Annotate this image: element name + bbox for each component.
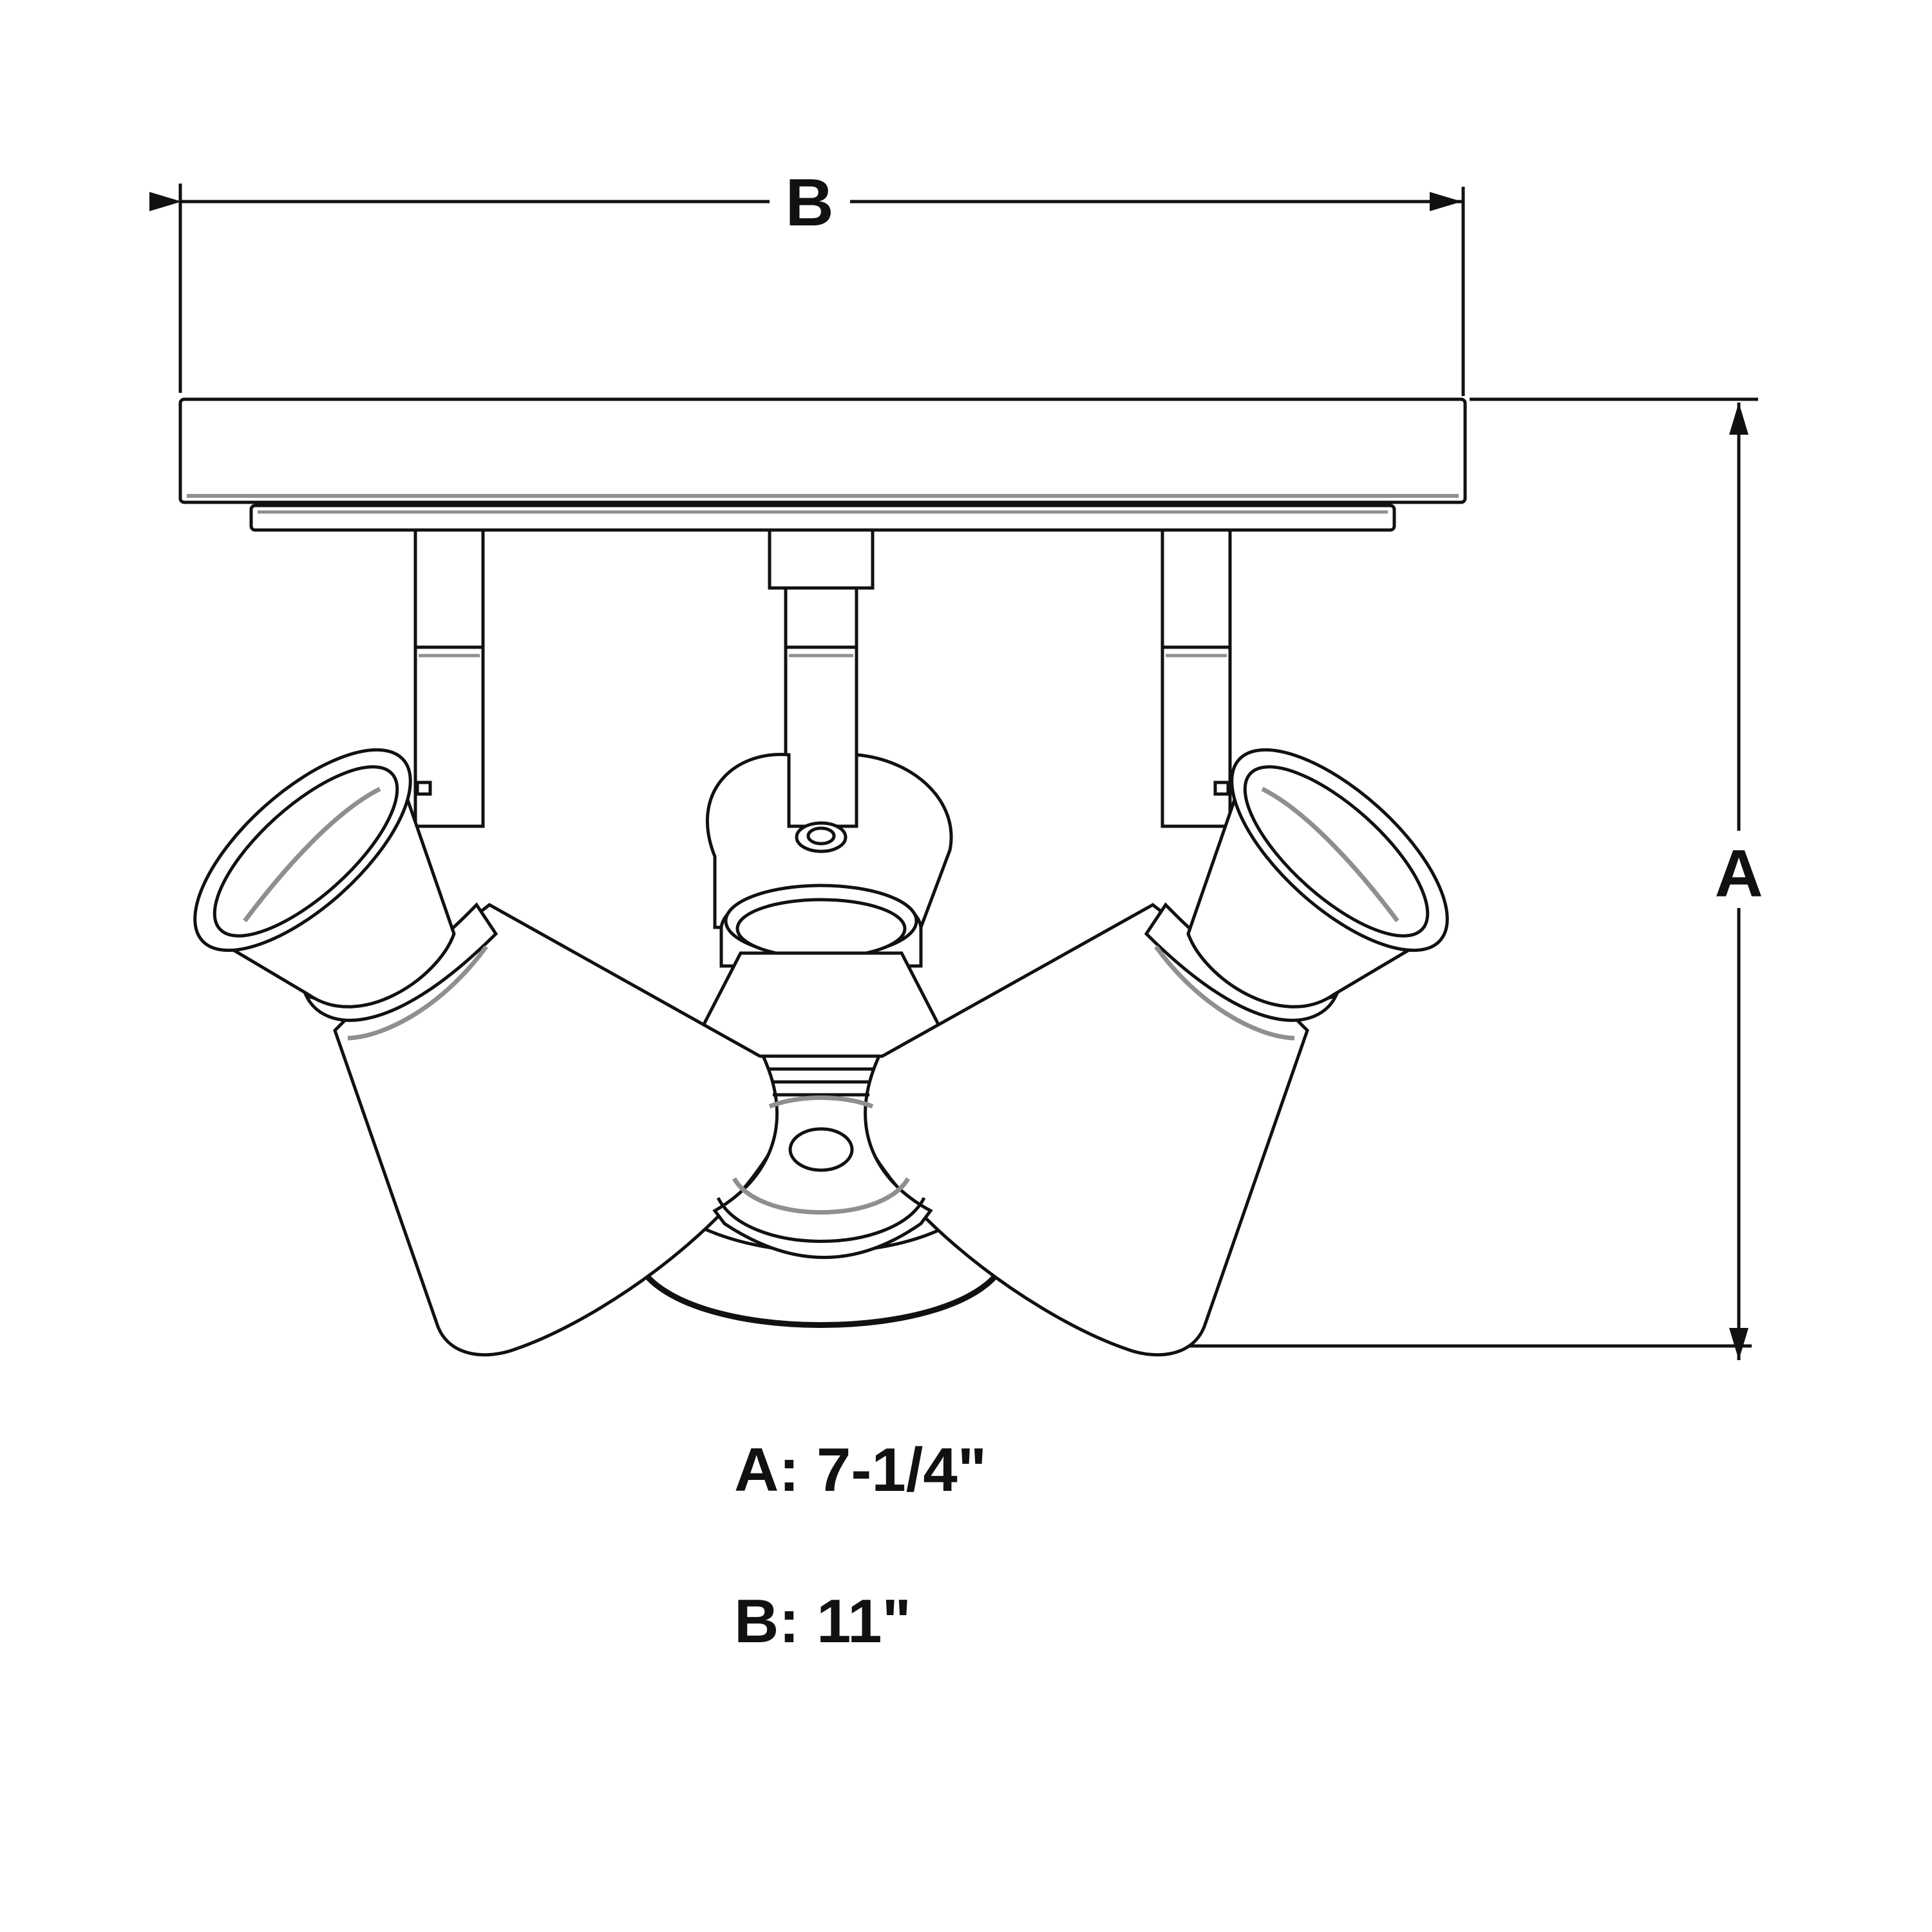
left-lens-highlight — [243, 786, 381, 923]
hub-highlight-top — [768, 1095, 874, 1109]
dimension-a — [1185, 397, 1758, 1360]
hub-bottom-ring — [716, 1197, 926, 1243]
stem-center — [784, 586, 858, 828]
hinge-right — [1213, 781, 1230, 796]
center-pivot-inner — [806, 826, 836, 846]
canopy-plate — [178, 397, 1467, 504]
spotlight-left — [193, 748, 795, 1357]
center-collar-ring-inner — [735, 898, 907, 960]
ceiling-canopy — [178, 397, 1467, 532]
hinge-left — [415, 781, 432, 796]
dimension-b-label: B — [785, 166, 833, 240]
hub-pivot — [788, 1127, 854, 1172]
right-lens-highlight — [1261, 786, 1399, 923]
dimension-b — [149, 184, 1465, 396]
spec-a: A: 7-1/4" — [734, 1435, 987, 1504]
spec-b: B: 11" — [734, 1587, 911, 1656]
spotlight-right — [847, 748, 1449, 1357]
center-hub — [712, 1054, 933, 1259]
stem-left — [413, 528, 485, 828]
stem-center-collar — [768, 528, 875, 590]
stem-right — [1160, 528, 1232, 828]
mounting-rail — [249, 504, 1396, 532]
left-collar-highlight — [347, 945, 488, 1041]
hub-highlight-bottom — [732, 1177, 911, 1215]
arm-stems — [413, 528, 1232, 828]
center-shade-rim — [634, 1261, 1008, 1328]
right-collar-highlight — [1154, 945, 1295, 1041]
dimension-a-label: A — [1714, 837, 1763, 911]
